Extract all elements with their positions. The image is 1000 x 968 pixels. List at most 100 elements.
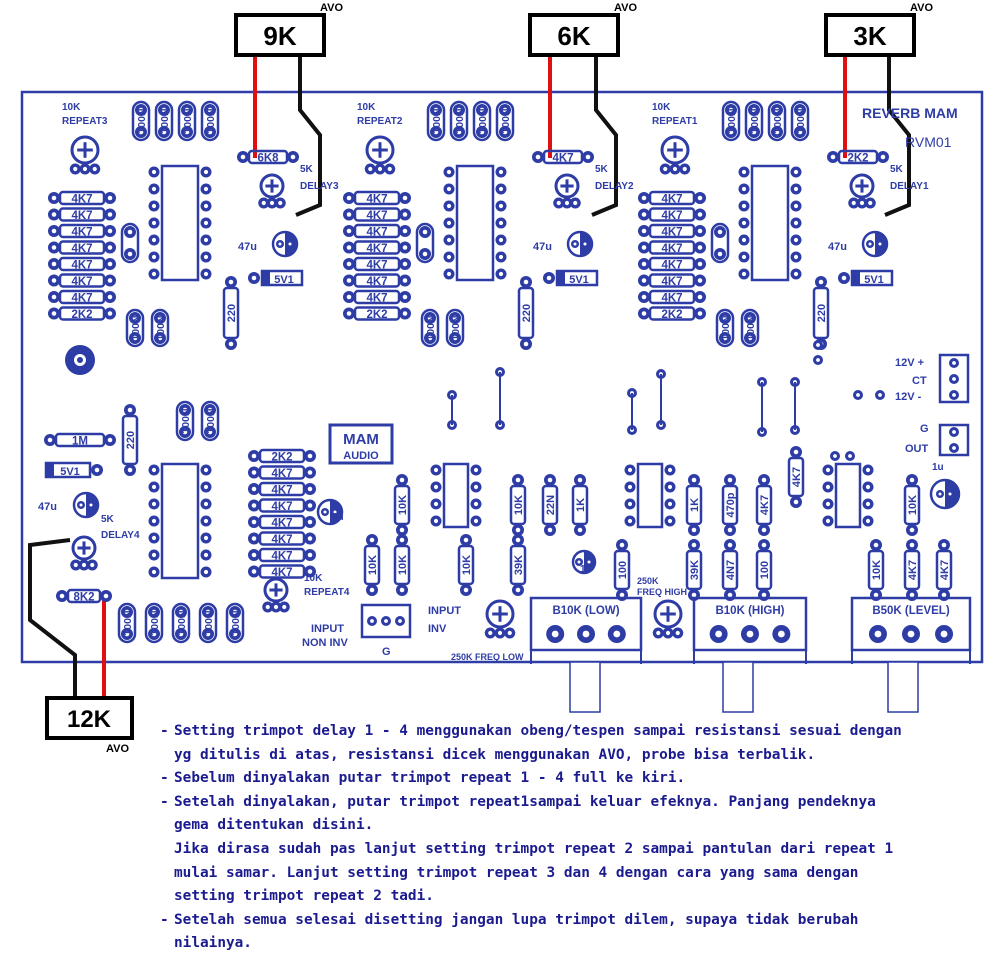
resistor-stack [258,564,306,579]
pad-hole [793,186,799,192]
resistor-label: 2K2 [847,153,868,165]
board-model: RVM01 [905,134,952,150]
zener-label: 5V1 [864,274,884,286]
resistor-label: 4K7 [661,293,682,305]
capacitor [472,100,492,142]
pad-hole [816,358,820,362]
resistor-label: 4K7 [907,560,919,580]
output-label: G [920,423,929,435]
pad-hole [497,630,503,636]
pad-hole [697,212,703,217]
pad-hole [107,311,113,316]
pad-hole [402,294,408,300]
resistor-label: 220 [125,431,137,449]
pad-hole [456,129,462,135]
pad-hole [452,315,458,321]
pad-hole [909,542,915,548]
resistor [571,484,589,526]
capacitor-label: 47u [38,501,57,513]
pad-hole [619,592,625,598]
pad-hole [251,453,257,459]
pad-hole [127,251,133,257]
delay-trim-label: DELAY4 [101,530,140,541]
pad-hole [346,294,352,300]
capacitor-label: 100N [772,108,784,133]
probe-value: 6K [557,21,590,51]
pad-hole [641,311,647,316]
ic-body [750,164,790,282]
resistor-label: 4K7 [71,227,92,239]
instruction-notes: - Setting trimpot delay 1 - 4 menggunaka… [160,720,995,956]
resistor-label: 2K2 [271,452,292,464]
capacitor-label: 100N [795,108,807,133]
capacitor-label: 47u [828,241,847,253]
pad-hole [265,604,270,610]
pad-hole [124,631,130,637]
resistor [509,484,527,526]
pad-hole [774,107,780,113]
resistor-label: 4K7 [271,551,292,563]
pad-hole [880,154,886,160]
resistor-label: 4K7 [71,210,92,222]
pad-hole [433,129,439,135]
pad-hole [151,609,157,615]
capacitor [131,100,151,142]
resistor [393,544,411,586]
resistor-label: 4K7 [71,243,92,255]
pad-hole [697,311,703,316]
delay-trim-value: 5K [890,164,904,175]
zener-band [46,463,54,477]
pad-hole [51,195,57,201]
probe-box [528,13,620,57]
resistor [755,484,773,526]
resistor-label: 4K7 [271,518,292,530]
pad-hole [399,527,405,533]
resistor-label: 100 [617,561,629,579]
capacitor [198,602,218,644]
note-1: - Setting trimpot delay 1 - 4 menggunaka… [160,720,995,767]
pad-hole [107,437,113,443]
pad-hole [203,186,209,192]
pad-hole [278,200,283,206]
pad-hole [641,294,647,300]
pad-hole [151,467,157,473]
pad-hole [151,203,157,209]
resistor-label: 220 [226,304,238,322]
resistor-stack [648,306,696,321]
pad-hole [564,200,570,206]
pad-hole [825,467,831,473]
pad-hole [777,630,785,638]
pad-hole [399,587,405,593]
pad-hole [307,453,313,459]
pad-hole [446,271,452,277]
resistor-stack [353,223,401,239]
pad-hole [251,536,257,541]
pad-hole [547,527,553,533]
pad-hole [741,186,747,192]
note-line: Setelah semua selesai disetting jangan l… [174,911,859,928]
capacitor-label: 47u [533,241,552,253]
pad-hole [178,631,184,637]
pad-hole [741,271,747,277]
potentiometer-shaft [569,661,601,713]
capacitor [144,602,164,644]
resistor-label: 22N [545,495,557,515]
pad-hole [577,477,583,483]
pad-hole [132,335,138,341]
delay-resistor [247,149,289,165]
trim-label: REPEAT4 [304,587,350,598]
pad-hole [774,129,780,135]
pad-hole [498,220,504,226]
pad-hole [498,186,504,192]
pad-hole [157,335,163,341]
resistor-label: 4K7 [271,534,292,546]
capacitor-label: 100N [136,108,148,133]
pad-hole [641,261,647,267]
resistor-label: 4K7 [271,485,292,497]
pad-hole [51,261,57,267]
logo-box [328,423,394,465]
pad-hole [273,604,279,610]
pad-hole [433,501,439,507]
freq-high-label: FREQ HIGH [637,587,687,597]
